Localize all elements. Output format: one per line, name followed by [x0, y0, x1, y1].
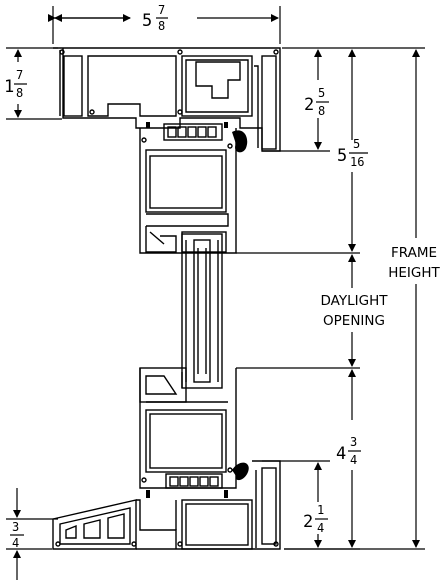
overall-width-den: 8	[158, 19, 165, 33]
frame-height-dimension	[284, 49, 425, 550]
top-right-height-dimension	[262, 47, 425, 152]
top-right-height-num: 5	[318, 86, 325, 100]
bottom-screws	[146, 490, 228, 498]
top-weatherseal	[232, 130, 248, 153]
bottom-sash-den: 4	[350, 453, 357, 467]
insulated-glass	[181, 233, 223, 389]
top-left-height-dimension	[6, 47, 62, 120]
frame-height-label-2: HEIGHT	[388, 265, 440, 281]
sill-height-den: 4	[12, 536, 19, 550]
bottom-sash-profile	[139, 367, 237, 489]
overall-width-whole: 5	[142, 11, 152, 31]
bottom-weatherseal	[232, 462, 249, 481]
top-sash-whole: 5	[337, 146, 347, 166]
top-right-height-whole: 2	[304, 95, 314, 115]
top-sash-profile	[139, 123, 237, 254]
sill-height-dimension	[6, 488, 58, 580]
frame-height-label-1: FRAME	[391, 245, 437, 261]
top-screws	[146, 122, 228, 128]
top-left-height-num: 7	[16, 68, 23, 82]
overall-width-num: 7	[158, 3, 165, 17]
top-sash-dimension	[236, 49, 360, 254]
head-frame-profile	[53, 47, 281, 152]
bottom-sash-whole: 4	[336, 444, 346, 464]
overall-width-dimension	[48, 6, 281, 44]
bottom-sash-num: 3	[350, 435, 357, 449]
bottom-right-height-den: 4	[317, 521, 324, 535]
bottom-right-height-whole: 2	[303, 512, 313, 532]
top-left-height-whole: 1	[4, 77, 14, 97]
top-left-height-den: 8	[16, 86, 23, 100]
daylight-opening-label-2: OPENING	[323, 313, 385, 329]
top-right-height-den: 8	[318, 104, 325, 118]
top-sash-num: 5	[353, 137, 360, 151]
sill-height-num: 3	[12, 520, 19, 534]
bottom-right-height-num: 1	[317, 503, 324, 517]
daylight-opening-label-1: DAYLIGHT	[321, 293, 389, 309]
top-sash-den: 16	[350, 155, 364, 169]
daylight-opening-dimension	[236, 254, 360, 369]
sill-frame-profile	[52, 460, 281, 550]
